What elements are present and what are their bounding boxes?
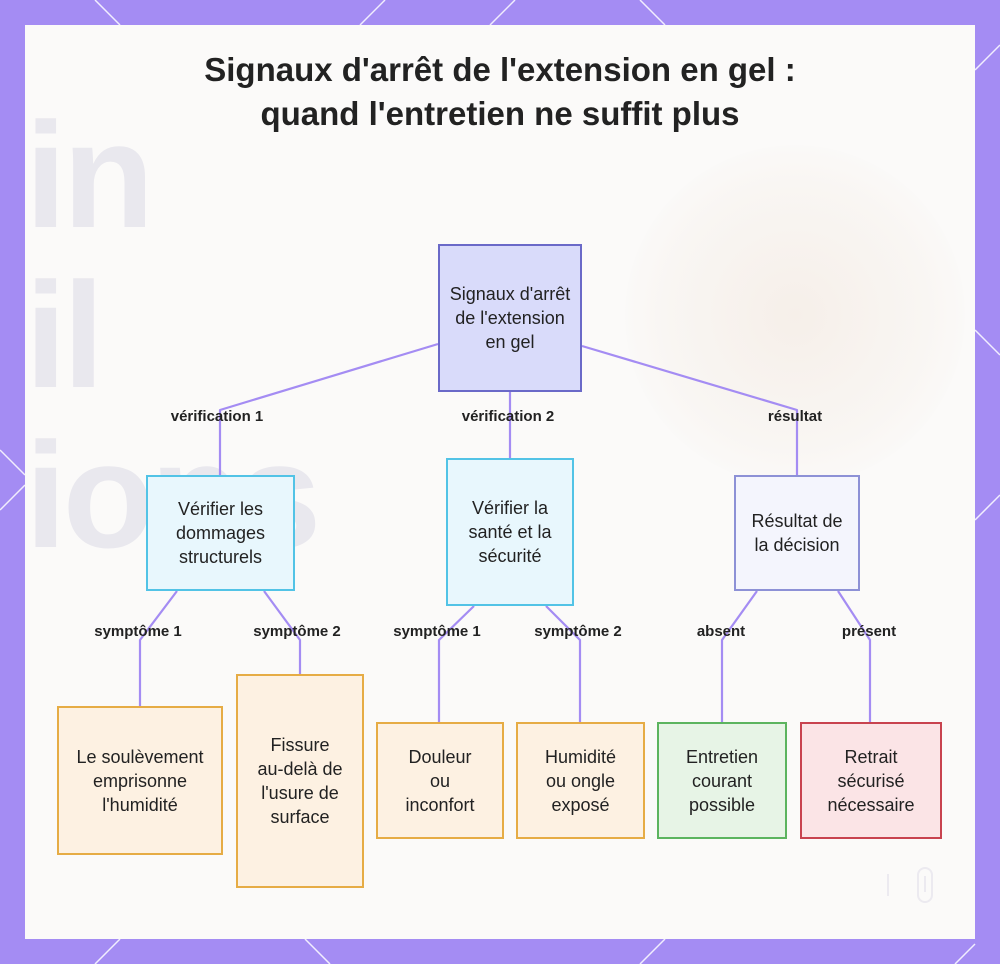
- node-root: Signaux d'arrêt de l'extension en gel: [438, 244, 582, 392]
- edge-label-symptome-2-left: symptôme 2: [253, 623, 341, 640]
- node-check-health-label: Vérifier la santé et la sécurité: [468, 498, 552, 566]
- node-decision-result: Résultat de la décision: [734, 475, 860, 591]
- node-symptom-exposed-nail-label: Humidité ou ongle exposé: [544, 746, 617, 815]
- node-outcome-removal: Retrait sécurisé nécessaire: [800, 722, 942, 839]
- edge-check2-leaf3: [437, 605, 475, 722]
- edge-root-result: [581, 344, 799, 475]
- edge-root-check1: [218, 342, 439, 475]
- edge-label-verification-1: vérification 1: [170, 408, 264, 425]
- node-symptom-pain: Douleur ou inconfort: [376, 722, 504, 839]
- node-symptom-moisture-label: Le soulèvement emprisonne l'humidité: [76, 746, 204, 815]
- edge-label-present: présent: [841, 623, 897, 640]
- node-symptom-crack-label: Fissure au-delà de l'usure de surface: [257, 735, 343, 827]
- edge-label-symptome-2-mid: symptôme 2: [534, 623, 622, 640]
- diagram-title: Signaux d'arrêt de l'extension en gel : …: [204, 51, 796, 132]
- watermark-icon: [887, 867, 933, 903]
- node-outcome-routine: Entretien courant possible: [657, 722, 787, 839]
- node-symptom-pain-label: Douleur ou inconfort: [405, 746, 475, 815]
- node-outcome-removal-label: Retrait sécurisé nécessaire: [827, 746, 915, 815]
- node-root-label: Signaux d'arrêt de l'extension en gel: [449, 284, 571, 352]
- node-symptom-exposed-nail: Humidité ou ongle exposé: [516, 722, 645, 839]
- edge-label-symptome-1-mid: symptôme 1: [393, 623, 481, 640]
- edge-label-verification-2: vérification 2: [461, 408, 555, 425]
- edge-result-leaf6: [837, 590, 872, 722]
- background-blur-shape: [625, 145, 965, 485]
- edge-label-resultat: résultat: [767, 408, 823, 425]
- node-check-health: Vérifier la santé et la sécurité: [446, 458, 574, 606]
- node-check-structural: Vérifier les dommages structurels: [146, 475, 295, 591]
- edge-check2-leaf4: [545, 605, 582, 722]
- node-symptom-moisture: Le soulèvement emprisonne l'humidité: [57, 706, 223, 855]
- node-check-structural-label: Vérifier les dommages structurels: [175, 499, 266, 567]
- edge-label-absent: absent: [696, 623, 746, 640]
- edge-label-symptome-1-left: symptôme 1: [94, 623, 182, 640]
- node-decision-result-label: Résultat de la décision: [751, 511, 843, 555]
- node-outcome-routine-label: Entretien courant possible: [685, 746, 759, 815]
- node-symptom-crack: Fissure au-delà de l'usure de surface: [236, 674, 364, 888]
- edge-check1-leaf2: [263, 590, 302, 674]
- edge-result-leaf5: [720, 590, 758, 722]
- edge-check1-leaf1: [138, 590, 178, 706]
